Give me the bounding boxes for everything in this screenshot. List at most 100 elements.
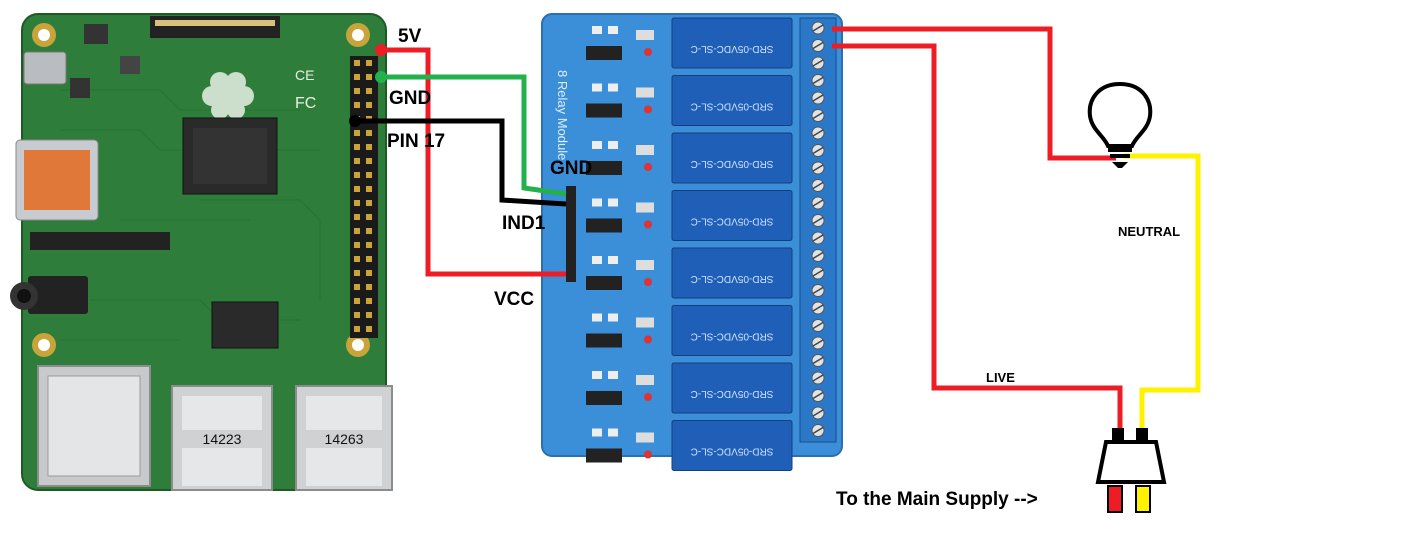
audio-jack [10, 276, 88, 314]
relay-part-label: SRD-05VDC-SL-C [691, 216, 774, 227]
wires [354, 26, 1201, 438]
gpio-pin [354, 144, 360, 150]
soc-chip [182, 117, 278, 195]
wire-live-to-lamp [832, 26, 1116, 161]
wire-dot-5v [375, 44, 387, 56]
gpio-pin [366, 60, 372, 66]
relay-part-label: SRD-05VDC-SL-C [691, 273, 774, 284]
wire-5v [380, 47, 566, 277]
relay-part-label: SRD-05VDC-SL-C [691, 158, 774, 169]
mounting-hole [32, 23, 56, 47]
lan-chip [211, 301, 279, 349]
label-main-supply: To the Main Supply --> [836, 489, 1038, 510]
mounting-hole [346, 333, 370, 357]
gpio-pin [366, 270, 372, 276]
gpio-pin [354, 312, 360, 318]
label-live: LIVE [986, 370, 1015, 385]
usb-port: 14263 [295, 385, 393, 491]
relay-input-header [566, 186, 576, 282]
usb-chip-label: 14223 [203, 431, 242, 447]
label-pin17: PIN 17 [387, 131, 445, 152]
gpio-pin [366, 214, 372, 220]
wire-dot-gnd [375, 71, 387, 83]
gpio-pin [354, 158, 360, 164]
gpio-pin [366, 74, 372, 80]
relay-part-label: SRD-05VDC-SL-C [691, 446, 774, 457]
gpio-pin [366, 200, 372, 206]
gpio-pin [354, 228, 360, 234]
gpio-pin [354, 88, 360, 94]
display-connector [150, 16, 280, 38]
relay-part-label: SRD-05VDC-SL-C [691, 388, 774, 399]
relay-part-label: SRD-05VDC-SL-C [691, 101, 774, 112]
power-plug-icon [1095, 428, 1167, 513]
relay-unit: SRD-05VDC-SL-C [586, 75, 793, 126]
raspberry-logo-icon [202, 72, 254, 119]
gpio-pin [354, 172, 360, 178]
gpio-pin [366, 102, 372, 108]
label-5v: 5V [398, 26, 422, 47]
gpio-pin [354, 242, 360, 248]
relay-module: 8 Relay Module SRD-05VDC-SL-C SRD-05VDC-S… [541, 13, 843, 471]
mounting-hole [346, 23, 370, 47]
label-relay-gnd: GND [550, 158, 592, 179]
relay-unit: SRD-05VDC-SL-C [586, 132, 793, 184]
svg-text:FC: FC [295, 95, 316, 112]
relay-unit: SRD-05VDC-SL-C [586, 17, 793, 69]
label-pi-gnd: GND [389, 88, 431, 109]
gpio-pin [366, 130, 372, 136]
gpio-pin [366, 284, 372, 290]
relay-unit: SRD-05VDC-SL-C [586, 190, 793, 241]
gpio-pin [354, 284, 360, 290]
relay-part-label: SRD-05VDC-SL-C [691, 43, 774, 54]
terminal-block [799, 17, 837, 443]
usb-chip-label: 14263 [325, 431, 364, 447]
gpio-pin [366, 298, 372, 304]
mounting-hole [32, 333, 56, 357]
relay-module-title: 8 Relay Module [555, 70, 570, 160]
raspberry-pi-board: CE FC [10, 13, 393, 491]
wire-neutral [1124, 153, 1201, 438]
gpio-pin [366, 88, 372, 94]
relay-unit: SRD-05VDC-SL-C [586, 247, 793, 299]
gpio-pin [354, 326, 360, 332]
label-neutral: NEUTRAL [1118, 224, 1180, 239]
gpio-pin [354, 186, 360, 192]
gpio-pin [354, 270, 360, 276]
light-bulb-icon [1087, 81, 1153, 168]
gpio-pin [366, 242, 372, 248]
relay-unit: SRD-05VDC-SL-C [586, 362, 793, 414]
gpio-pin [354, 298, 360, 304]
relay-part-label: SRD-05VDC-SL-C [691, 331, 774, 342]
gpio-pin [366, 256, 372, 262]
gpio-pin [354, 60, 360, 66]
wire-gnd [380, 74, 567, 197]
gpio-pin [366, 312, 372, 318]
gpio-pin [366, 158, 372, 164]
gpio-pin [354, 214, 360, 220]
gpio-pin [354, 256, 360, 262]
gpio-pin [366, 326, 372, 332]
wire-dot-pin17 [349, 115, 361, 127]
relay-unit: SRD-05VDC-SL-C [586, 305, 793, 356]
relay-unit: SRD-05VDC-SL-C [586, 420, 793, 471]
svg-text:CE: CE [295, 67, 314, 83]
gpio-pin [366, 144, 372, 150]
gpio-header [350, 56, 378, 338]
gpio-pin [354, 130, 360, 136]
wire-live-to-plug [832, 43, 1123, 438]
gpio-pin [366, 228, 372, 234]
micro-usb-port [23, 51, 67, 85]
wire-signal [354, 118, 567, 207]
hdmi-port [15, 139, 99, 221]
gpio-pin [366, 186, 372, 192]
gpio-pin [354, 102, 360, 108]
label-vcc: VCC [494, 289, 534, 310]
gpio-pin [366, 172, 372, 178]
usb-port: 14223 [171, 385, 273, 491]
gpio-pin [354, 74, 360, 80]
ethernet-port [37, 365, 151, 487]
label-ind1: IND1 [502, 213, 546, 234]
gpio-pin [354, 200, 360, 206]
